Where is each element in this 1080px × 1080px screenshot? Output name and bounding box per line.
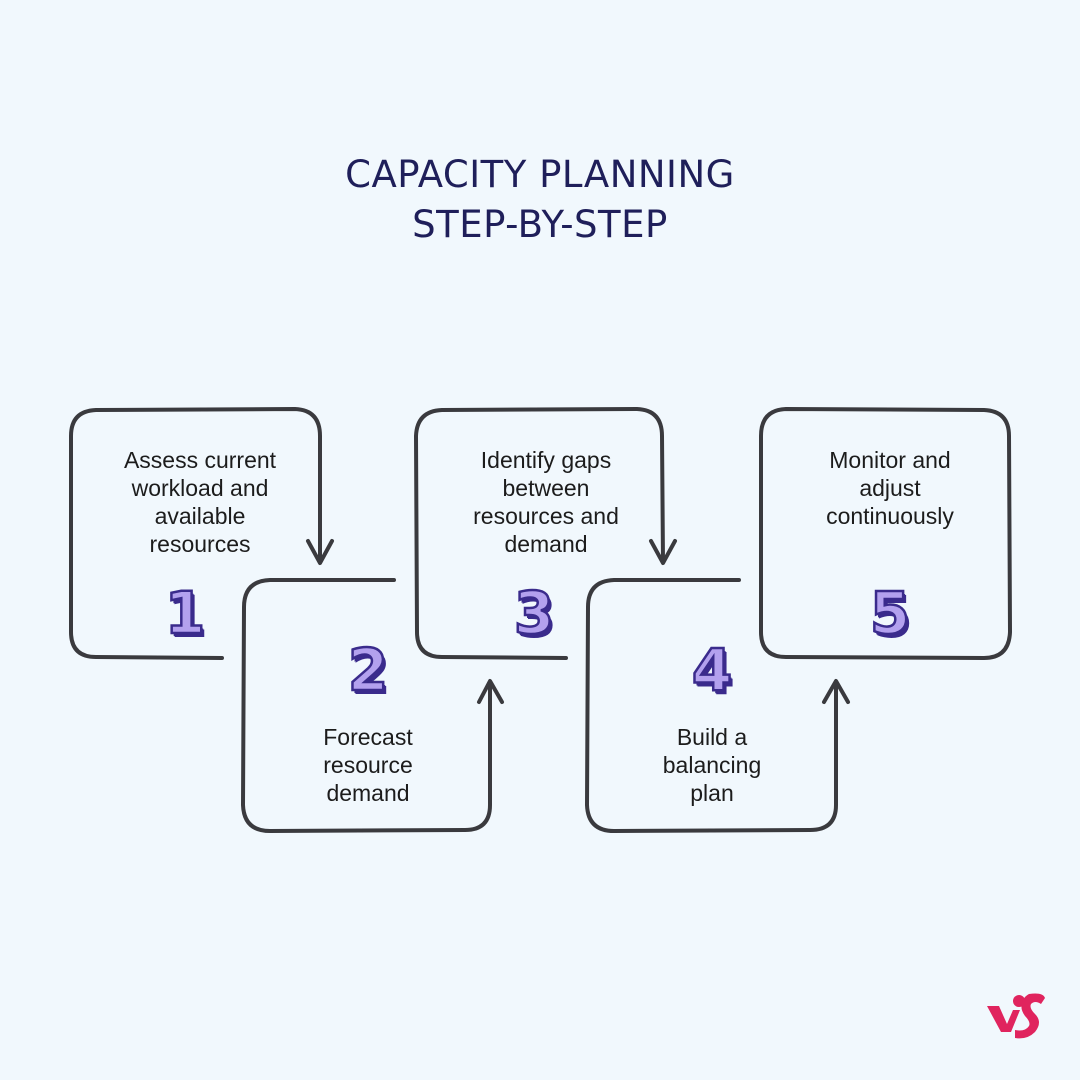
step-4-number-badge: 4 [691, 635, 734, 706]
step-5-text: Monitor and adjust continuously [790, 446, 990, 530]
step-3-number-badge: 3 [513, 578, 556, 649]
step-1-frame [69, 407, 322, 660]
step-1-number-badge: 1 [164, 578, 207, 649]
step-2-arrow-icon [477, 679, 504, 704]
step-3-text-line: resources and [473, 503, 619, 529]
title-line-2: STEP-BY-STEP [412, 203, 668, 246]
brand-logo-icon [987, 993, 1045, 1039]
step-1-text-line: workload and [131, 475, 269, 501]
step-4-arrow-icon [822, 679, 850, 704]
step-5-frame [759, 407, 1012, 660]
step-1-arrow-icon [306, 539, 334, 565]
page-title: CAPACITY PLANNING STEP-BY-STEP [0, 150, 1080, 250]
step-1-text-line: available [154, 503, 246, 529]
step-3-text: Identify gaps between resources and dema… [446, 446, 646, 558]
step-5-text-line: continuously [826, 503, 954, 529]
step-4-text: Build a balancing plan [612, 723, 812, 807]
step-4-text-line: plan [690, 780, 734, 806]
step-3-text-line: between [502, 475, 590, 501]
step-1-text: Assess current workload and available re… [100, 446, 300, 558]
step-3-arrow-icon [649, 539, 677, 565]
step-4-frame [585, 578, 838, 833]
step-3-text-line: Identify gaps [480, 447, 612, 473]
step-5-number-badge: 5 [869, 578, 912, 649]
step-3-text-line: demand [504, 531, 588, 557]
step-2-text-line: resource [323, 752, 413, 778]
step-2-number-badge: 2 [347, 635, 390, 706]
step-2-text-line: demand [326, 780, 410, 806]
step-1-text-line: resources [149, 531, 251, 557]
step-2-text-line: Forecast [323, 724, 413, 750]
step-5-text-line: Monitor and [829, 447, 951, 473]
step-5-text-line: adjust [859, 475, 921, 501]
step-3-frame [414, 407, 665, 660]
step-2-frame [241, 578, 492, 833]
step-2-text: Forecast resource demand [268, 723, 468, 807]
step-1-text-line: Assess current [123, 447, 277, 473]
title-line-1: CAPACITY PLANNING [345, 153, 735, 196]
step-4-text-line: Build a [676, 724, 748, 750]
step-4-text-line: balancing [662, 752, 762, 778]
